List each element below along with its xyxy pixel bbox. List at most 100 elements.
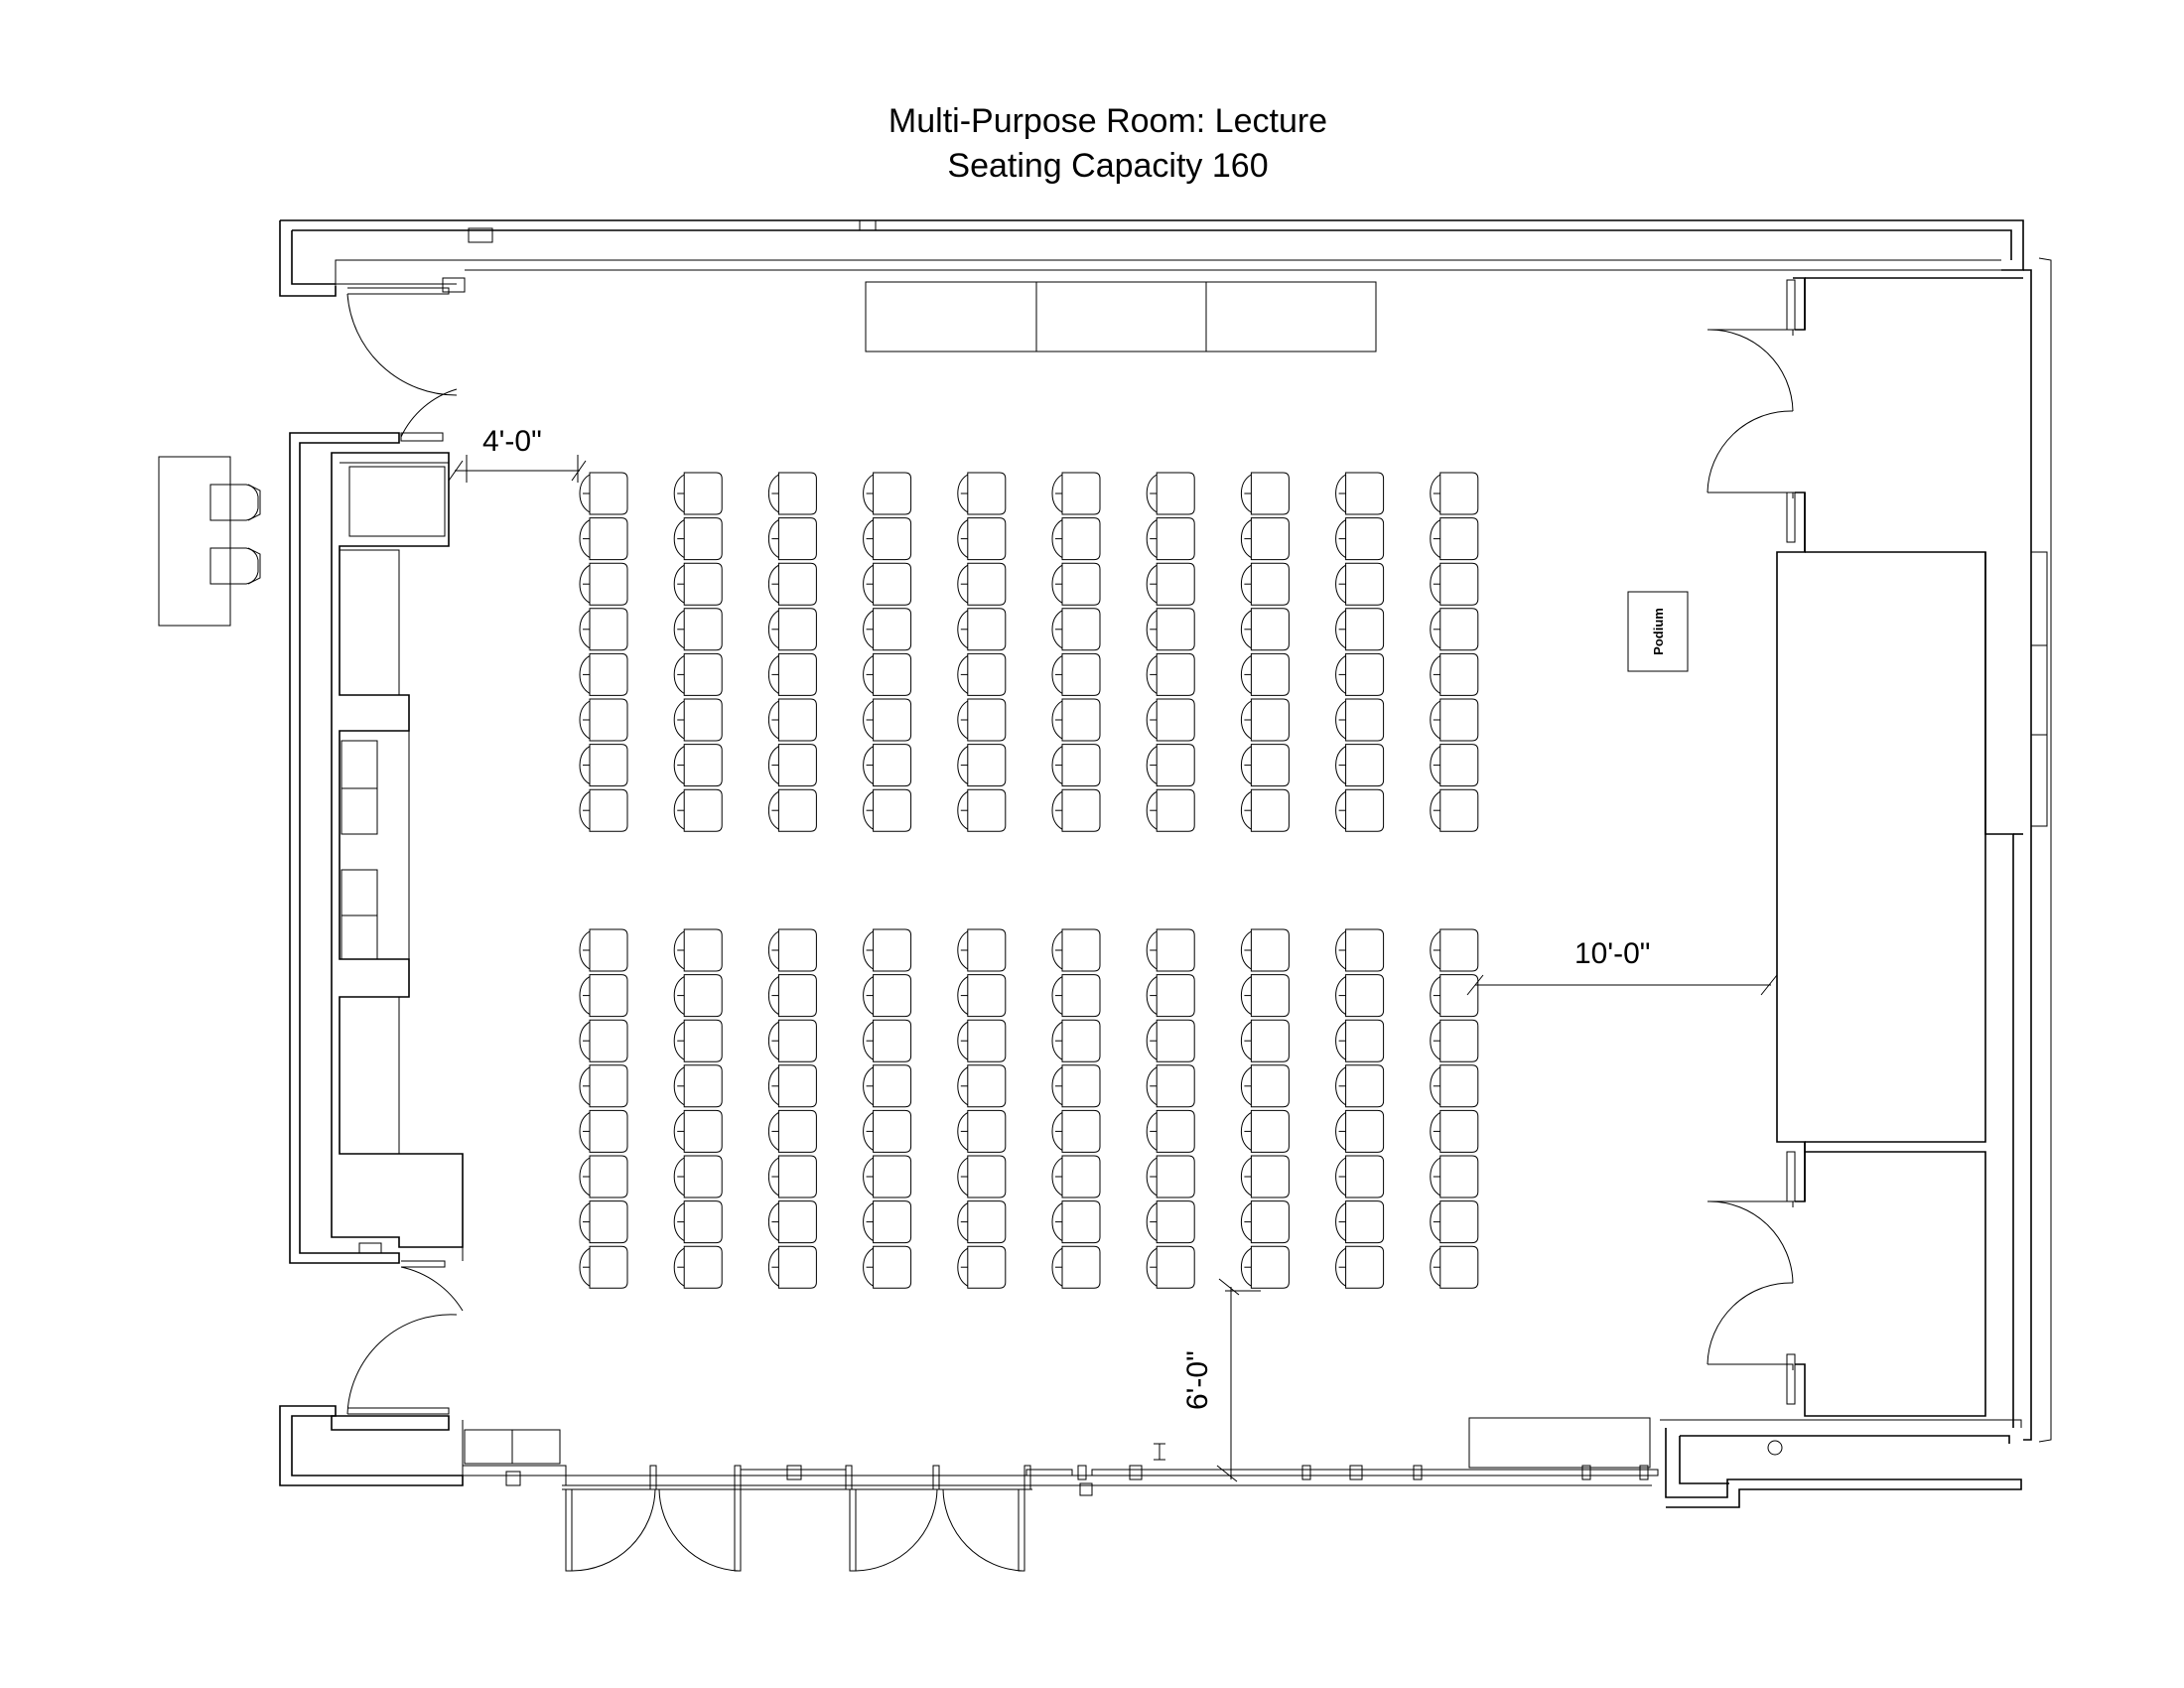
seat [957, 1200, 1007, 1244]
seat [1240, 744, 1290, 787]
seat [1335, 517, 1385, 561]
seat [863, 562, 912, 606]
seat [1240, 1245, 1290, 1289]
seat [1240, 1155, 1290, 1198]
seat [957, 608, 1007, 651]
seat [1430, 652, 1479, 696]
seat [1051, 472, 1101, 515]
seat [957, 974, 1007, 1018]
seat [1335, 928, 1385, 972]
seat [1146, 1064, 1195, 1108]
seat [673, 698, 723, 742]
podium: Podium [1627, 591, 1689, 672]
seat [1335, 1200, 1385, 1244]
seat [1146, 608, 1195, 651]
seat [863, 608, 912, 651]
seat [1240, 652, 1290, 696]
seat [673, 744, 723, 787]
seat [1146, 1109, 1195, 1153]
seat [767, 1064, 817, 1108]
seat [1335, 974, 1385, 1018]
seat [1051, 517, 1101, 561]
seat [767, 1109, 817, 1153]
seat [1146, 1245, 1195, 1289]
seat [1051, 698, 1101, 742]
seat [579, 1155, 628, 1198]
seat [1051, 1200, 1101, 1244]
seat [673, 1064, 723, 1108]
seat [767, 608, 817, 651]
seat [863, 472, 912, 515]
seat [1335, 562, 1385, 606]
seat [579, 608, 628, 651]
seat [579, 472, 628, 515]
seat [1430, 1019, 1479, 1062]
seat [1240, 1019, 1290, 1062]
seat [1335, 1019, 1385, 1062]
seat [767, 472, 817, 515]
seat [1051, 1064, 1101, 1108]
dimension-label-bottom: 6'-0" [1181, 1350, 1214, 1410]
seat [1240, 608, 1290, 651]
seat [767, 1019, 817, 1062]
seat [673, 1245, 723, 1289]
seat [1430, 608, 1479, 651]
seat [1051, 1019, 1101, 1062]
whiteboard-panels [865, 281, 1377, 352]
seat [1430, 517, 1479, 561]
seat [957, 1109, 1007, 1153]
seat [1430, 1155, 1479, 1198]
seat [1051, 608, 1101, 651]
seat [1430, 788, 1479, 832]
chair-icon [209, 484, 261, 521]
seat [1051, 652, 1101, 696]
seating-area [579, 472, 1479, 1289]
seat [673, 928, 723, 972]
door-right-upper [1706, 329, 1794, 498]
seat [579, 1245, 628, 1289]
seat [1430, 472, 1479, 515]
seat [957, 517, 1007, 561]
seat [1335, 1155, 1385, 1198]
seat [579, 1200, 628, 1244]
seat [1051, 788, 1101, 832]
seat [579, 1064, 628, 1108]
seat [1430, 928, 1479, 972]
seat [863, 744, 912, 787]
seat [767, 788, 817, 832]
plan-title: Multi-Purpose Room: Lecture Seating Capa… [888, 102, 1327, 185]
seat [767, 652, 817, 696]
seat [579, 562, 628, 606]
seat [579, 974, 628, 1018]
seat [579, 1019, 628, 1062]
seat [767, 1245, 817, 1289]
seat [1335, 608, 1385, 651]
seat [1146, 652, 1195, 696]
seat [863, 517, 912, 561]
seat [767, 562, 817, 606]
dimension-label-top: 4'-0" [482, 425, 542, 458]
seat [957, 562, 1007, 606]
seat [1430, 1064, 1479, 1108]
seat [957, 1155, 1007, 1198]
seat [673, 974, 723, 1018]
seat [1335, 744, 1385, 787]
seat [579, 928, 628, 972]
seat [1430, 1109, 1479, 1153]
seat [1335, 698, 1385, 742]
seat [579, 744, 628, 787]
seat [1051, 1245, 1101, 1289]
seat [1240, 928, 1290, 972]
seat [767, 1200, 817, 1244]
seat [1240, 788, 1290, 832]
seat [673, 1019, 723, 1062]
bottom-wall [279, 1405, 1652, 1486]
seat [957, 788, 1007, 832]
seat [1240, 1064, 1290, 1108]
seat [863, 1245, 912, 1289]
seat [1051, 974, 1101, 1018]
seat [579, 652, 628, 696]
seat [1146, 788, 1195, 832]
doors-bottom [562, 1465, 1032, 1572]
